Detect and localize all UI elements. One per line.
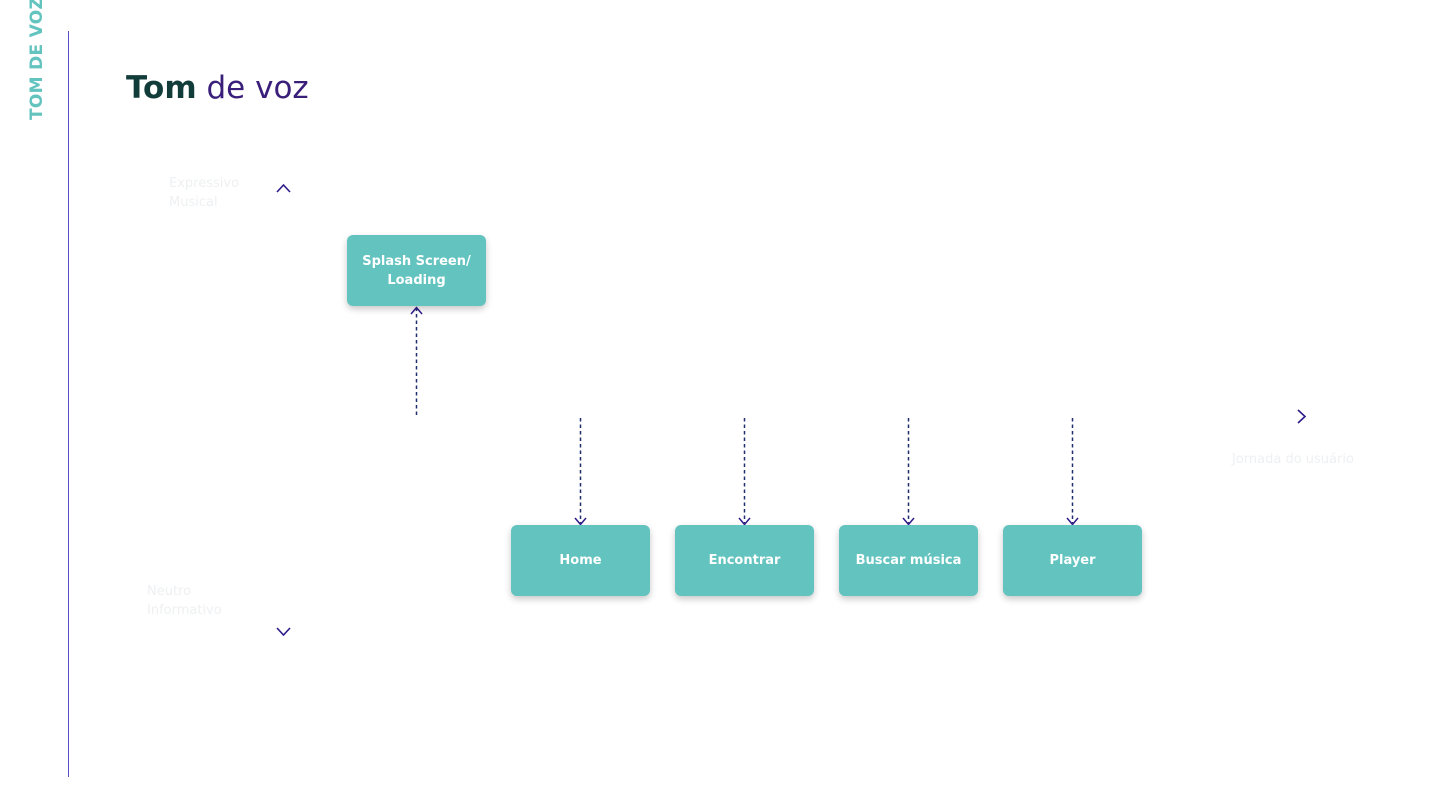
node-home: Home [511, 525, 650, 596]
page-title-light: de voz [206, 70, 309, 106]
horizontal-axis-arrow [1297, 409, 1307, 424]
page-title-bold: Tom [126, 70, 197, 106]
connector-home-arrow [574, 517, 587, 526]
axis-label-right: Jornada do usuário [1232, 452, 1354, 467]
connector-player-arrow [1066, 517, 1079, 526]
axis-label-top: Expressivo Musical [169, 176, 240, 210]
node-buscar-musica: Buscar música [839, 525, 978, 596]
vertical-divider [68, 31, 69, 777]
node-encontrar: Encontrar [675, 525, 814, 596]
page-title: Tom de voz [126, 68, 309, 108]
connector-splash-arrow [410, 306, 423, 315]
node-splash-screen: Splash Screen/ Loading [347, 235, 486, 306]
node-player: Player [1003, 525, 1142, 596]
vertical-axis-arrow-up [276, 183, 291, 193]
connector-encontrar-arrow [738, 517, 751, 526]
axis-label-bottom: Neutro Informativo [147, 584, 222, 618]
connector-buscar-arrow [902, 517, 915, 526]
vertical-axis-arrow-down [276, 627, 291, 637]
